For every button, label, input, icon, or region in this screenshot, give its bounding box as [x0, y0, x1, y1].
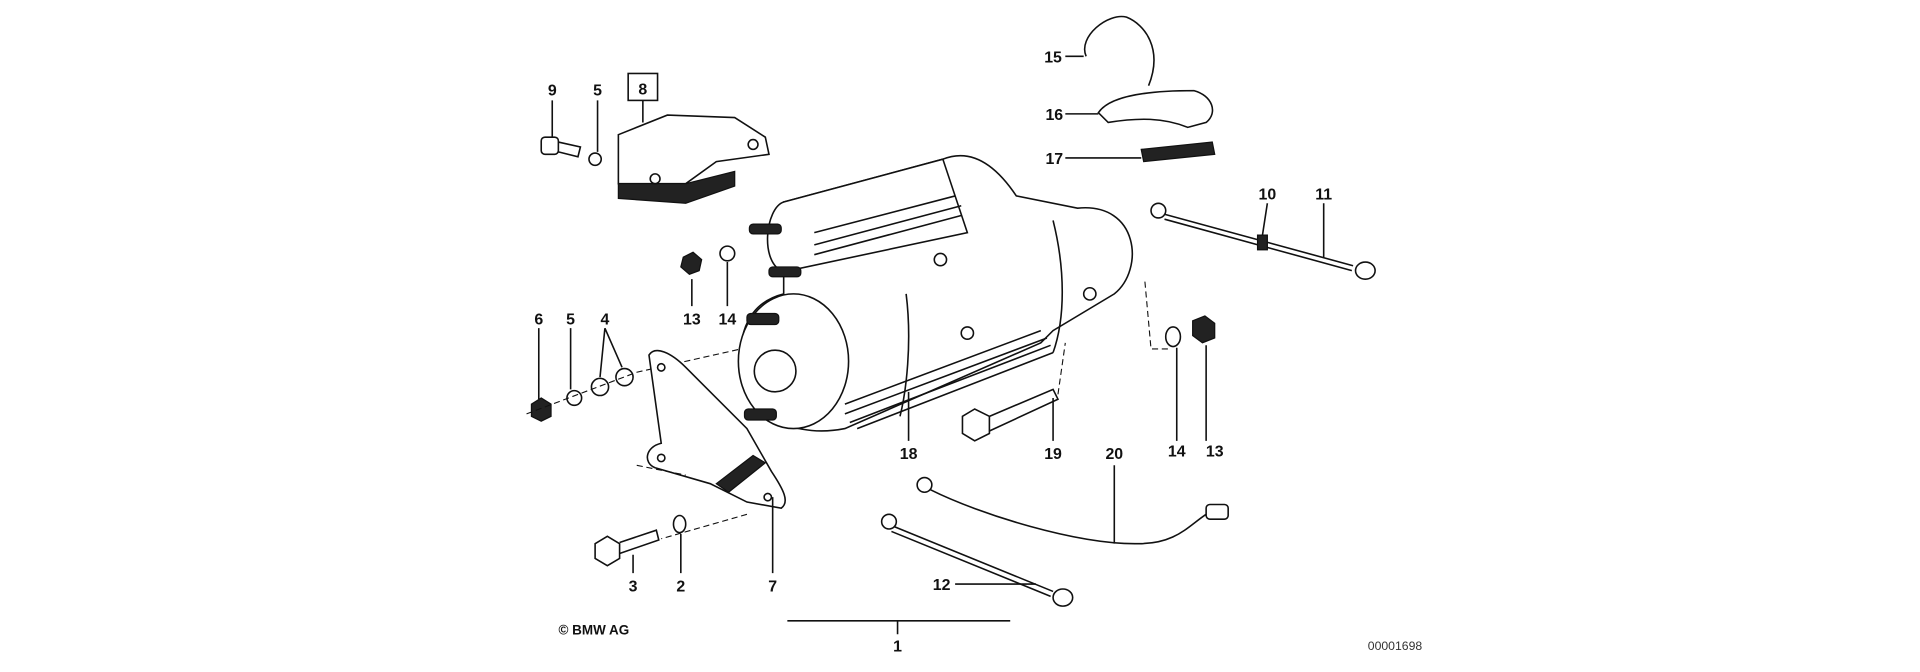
- callout-6[interactable]: 6: [534, 311, 543, 328]
- leader-lines: [537, 55, 1325, 635]
- callout-3[interactable]: 3: [629, 578, 638, 595]
- part-10-grommet: [1256, 234, 1268, 251]
- part-12-strap: [880, 513, 1074, 607]
- part-6-nut: [530, 397, 552, 422]
- part-5-washer-left: [566, 389, 583, 407]
- part-4-washer-b: [615, 367, 634, 387]
- callout-15[interactable]: 15: [1044, 49, 1062, 66]
- part-20-cable: [916, 476, 1229, 545]
- callout-20[interactable]: 20: [1105, 446, 1123, 463]
- part-16-cover: [1097, 89, 1214, 129]
- callout-1[interactable]: 1: [893, 638, 902, 655]
- callout-14[interactable]: 14: [719, 311, 737, 328]
- callout-16[interactable]: 16: [1045, 107, 1063, 124]
- callout-13[interactable]: 13: [1206, 444, 1224, 461]
- callout-8[interactable]: 8: [638, 81, 647, 98]
- callout-13[interactable]: 13: [683, 311, 701, 328]
- callout-10[interactable]: 10: [1259, 187, 1277, 204]
- part-8-relay: [617, 114, 770, 204]
- callout-5[interactable]: 5: [566, 311, 575, 328]
- part-19-bolt: [961, 388, 1060, 442]
- part-15-clip: [1083, 15, 1155, 87]
- drawing-number: 00001698: [1368, 639, 1423, 653]
- part-14-washer-upper: [719, 245, 736, 262]
- part-18-starter-motor: [737, 154, 1134, 432]
- callout-17[interactable]: 17: [1045, 151, 1063, 168]
- part-13-nut-right: [1192, 315, 1216, 344]
- callout-14[interactable]: 14: [1168, 444, 1186, 461]
- callout-4[interactable]: 4: [600, 311, 609, 328]
- part-9-bolt: [540, 136, 582, 158]
- callout-12[interactable]: 12: [933, 577, 951, 594]
- callout-2[interactable]: 2: [676, 578, 685, 595]
- part-3-bolt: [594, 529, 660, 567]
- callout-7[interactable]: 7: [768, 578, 777, 595]
- part-14-washer-right: [1164, 326, 1182, 348]
- part-8-highlight-box: [627, 72, 659, 102]
- callout-11[interactable]: 11: [1315, 187, 1332, 204]
- part-13-nut-upper: [680, 251, 703, 275]
- part-11-ground-strap: [1150, 202, 1376, 280]
- part-5-washer-top: [588, 152, 603, 167]
- copyright-text: © BMW AG: [559, 622, 630, 637]
- part-17-pad: [1140, 141, 1216, 163]
- part-2-washer: [672, 514, 687, 534]
- part-4-washer-a: [590, 377, 610, 397]
- callout-9[interactable]: 9: [548, 83, 557, 100]
- callout-18[interactable]: 18: [900, 446, 918, 463]
- callout-5[interactable]: 5: [593, 83, 602, 100]
- callout-19[interactable]: 19: [1044, 446, 1062, 463]
- part-7-bracket: [636, 350, 786, 540]
